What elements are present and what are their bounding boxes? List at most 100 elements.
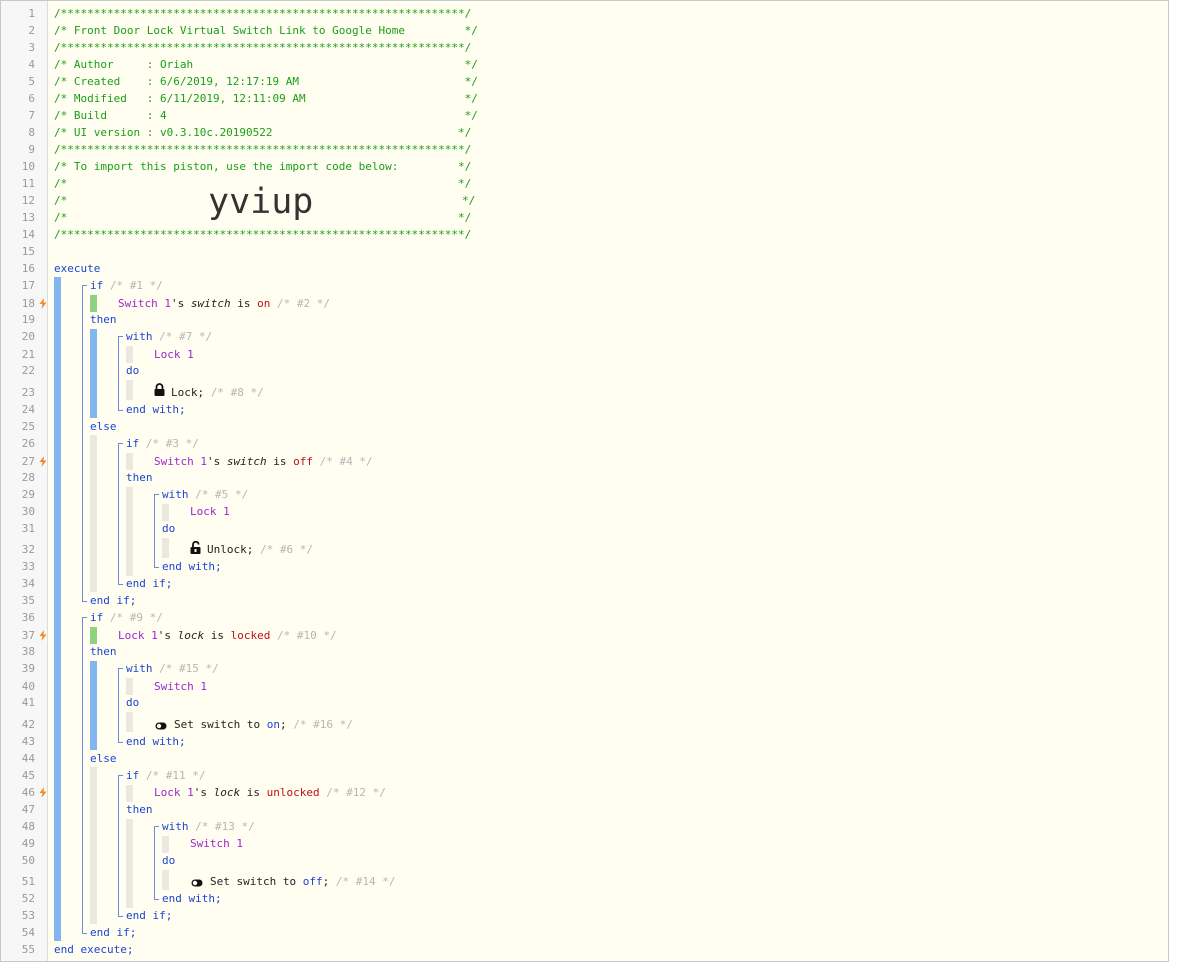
do-keyword: do (126, 364, 140, 377)
line-number: 42 (21, 718, 35, 731)
header-title: /* Front Door Lock Virtual Switch Link t… (54, 24, 478, 37)
action-task[interactable]: Set switch to off; /* #14 */ (210, 873, 395, 890)
condition-value: unlocked (266, 786, 320, 799)
else-if-statement[interactable]: if /* #3 */ (126, 435, 199, 452)
possessive: 's (193, 786, 207, 799)
task-id: /* #6 */ (259, 543, 313, 556)
with-bracket-2 (118, 668, 123, 743)
line-number: 27 (21, 455, 35, 468)
statement-id: /* #9 */ (109, 611, 163, 624)
line-number: 7 (28, 109, 35, 122)
else-if-statement[interactable]: if /* #11 */ (126, 767, 205, 784)
else-condition[interactable]: Lock 1's lock is unlocked /* #12 */ (154, 784, 386, 801)
line-number: 28 (21, 471, 35, 484)
task-id: /* #8 */ (210, 386, 264, 399)
else-with-bracket-2 (154, 826, 159, 900)
line-number: 45 (21, 769, 35, 782)
lightning-bolt-icon (39, 456, 47, 467)
with-device[interactable]: Lock 1 (154, 348, 194, 361)
execute-block-bar (54, 277, 61, 941)
import-code[interactable]: yviup (208, 182, 314, 222)
action-task[interactable]: Set switch to on; /* #16 */ (174, 716, 353, 733)
line-number: 29 (21, 488, 35, 501)
condition-id: /* #4 */ (319, 455, 373, 468)
else-keyword: else (90, 420, 117, 433)
with-device[interactable]: Lock 1 (190, 505, 230, 518)
header-created: /* Created : 6/6/2019, 12:17:19 AM */ (54, 75, 478, 88)
unlock-icon (190, 539, 202, 558)
with-statement[interactable]: with /* #7 */ (126, 328, 212, 345)
do-block-bar-2 (126, 712, 133, 732)
task-end: ; (322, 875, 330, 888)
else-condition[interactable]: Switch 1's switch is off /* #4 */ (154, 453, 373, 470)
line-number: 43 (21, 735, 35, 748)
line-number: 8 (28, 126, 35, 139)
with-keyword: with (162, 820, 189, 833)
line-number: 52 (21, 892, 35, 905)
end-if-keyword: end if; (90, 926, 137, 939)
line-number: 1 (28, 7, 35, 20)
attribute-name: switch (190, 297, 231, 310)
header-separator: /***************************************… (54, 143, 472, 156)
with-device-bar (126, 346, 133, 363)
else-block-bar-2 (90, 767, 97, 924)
header-separator: /***************************************… (54, 228, 472, 241)
with-statement[interactable]: with /* #13 */ (162, 818, 255, 835)
header-blank: /* */ (54, 177, 472, 190)
line-number: 37 (21, 629, 35, 642)
line-number: 30 (21, 505, 35, 518)
header-build: /* Build : 4 */ (54, 109, 478, 122)
do-keyword: do (162, 854, 176, 867)
header-ui-version: /* UI version : v0.3.10c.20190522 */ (54, 126, 472, 139)
with-statement[interactable]: with /* #15 */ (126, 660, 219, 677)
line-number: 11 (21, 177, 35, 190)
with-device[interactable]: Switch 1 (154, 680, 207, 693)
lightning-bolt-icon (39, 298, 47, 309)
end-if-keyword: end if; (126, 909, 173, 922)
with-bracket (118, 336, 123, 411)
header-import-instructions: /* To import this piston, use the import… (54, 160, 472, 173)
then-block-bar-2 (90, 661, 97, 750)
condition[interactable]: Lock 1's lock is locked /* #10 */ (118, 627, 337, 644)
action-task[interactable]: Lock; /* #8 */ (171, 384, 264, 401)
device-name: Switch 1 (154, 455, 207, 468)
else-block-bar (90, 435, 97, 592)
with-device[interactable]: Switch 1 (190, 837, 243, 850)
line-number: 33 (21, 560, 35, 573)
possessive: 's (170, 297, 185, 310)
if-bracket (82, 285, 87, 602)
device-name: Lock 1 (118, 629, 158, 642)
condition[interactable]: Switch 1's switch is on /* #2 */ (118, 295, 330, 312)
line-number: 46 (21, 786, 35, 799)
with-statement[interactable]: with /* #5 */ (162, 486, 248, 503)
statement-id: /* #7 */ (159, 330, 213, 343)
line-number: 51 (21, 875, 35, 888)
if-statement[interactable]: if /* #1 */ (90, 277, 163, 294)
line-number: 18 (21, 297, 35, 310)
line-number: 3 (28, 41, 35, 54)
line-number: 38 (21, 645, 35, 658)
if-keyword: if (90, 279, 104, 292)
operator: is (273, 455, 287, 468)
line-number: 12 (21, 194, 35, 207)
if-statement[interactable]: if /* #9 */ (90, 609, 163, 626)
statement-id: /* #11 */ (145, 769, 206, 782)
statement-id: /* #13 */ (195, 820, 255, 833)
line-number: 4 (28, 58, 35, 71)
with-device-bar-2 (126, 678, 133, 695)
with-keyword: with (126, 662, 153, 675)
line-number: 24 (21, 403, 35, 416)
line-number: 41 (21, 696, 35, 709)
device-name: Lock 1 (154, 786, 194, 799)
line-number: 35 (21, 594, 35, 607)
if-keyword: if (126, 769, 140, 782)
then-block-bar (90, 329, 97, 418)
action-task[interactable]: Unlock; /* #6 */ (207, 541, 313, 558)
end-if-keyword: end if; (90, 594, 137, 607)
condition-value: on (257, 297, 271, 310)
execute-keyword[interactable]: execute (54, 262, 101, 275)
line-number: 50 (21, 854, 35, 867)
operator: is (210, 629, 224, 642)
end-with-keyword: end with; (162, 892, 222, 905)
condition-value: off (293, 455, 313, 468)
